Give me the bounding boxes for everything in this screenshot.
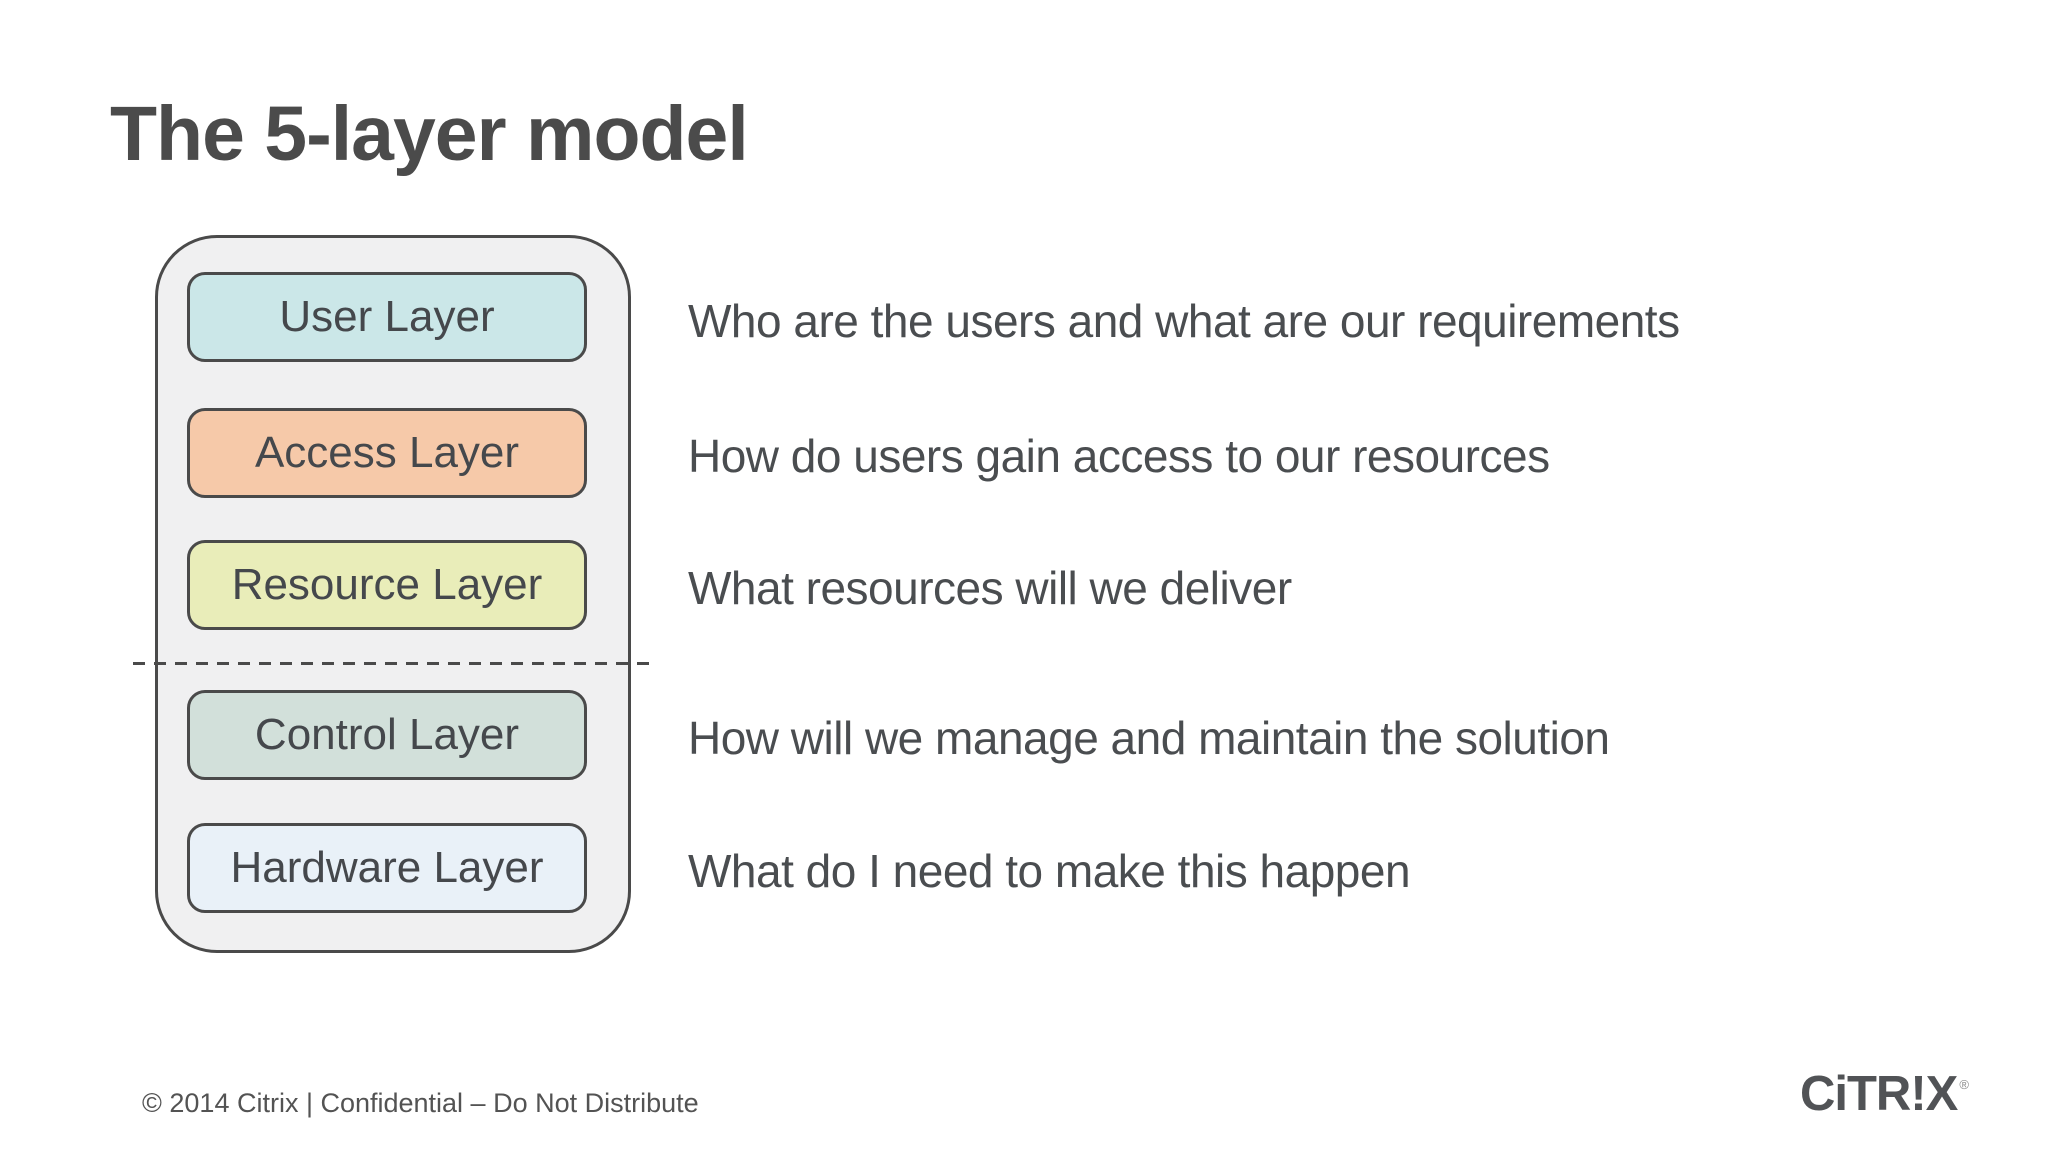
copyright-notice: © 2014 Citrix | Confidential – Do Not Di… bbox=[142, 1088, 699, 1118]
layer-box-hardware: Hardware Layer bbox=[187, 823, 587, 913]
layer-label-access: Access Layer bbox=[254, 428, 520, 477]
layer-description-access: How do users gain access to our resource… bbox=[688, 430, 1550, 482]
dashed-divider bbox=[133, 662, 653, 665]
layer-label-resource: Resource Layer bbox=[231, 560, 543, 609]
layer-description-resource: What resources will we deliver bbox=[688, 562, 1292, 614]
layer-description-control: How will we manage and maintain the solu… bbox=[688, 712, 1610, 764]
citrix-logo: CiTR!X ® bbox=[1800, 1062, 1969, 1134]
layer-box-control: Control Layer bbox=[187, 690, 587, 780]
layer-description-hardware: What do I need to make this happen bbox=[688, 845, 1411, 897]
layer-label-hardware: Hardware Layer bbox=[230, 843, 544, 892]
layer-label-user: User Layer bbox=[279, 292, 495, 341]
layer-stack: User Layer Access Layer Resource Layer C… bbox=[133, 235, 653, 953]
layer-description-user: Who are the users and what are our requi… bbox=[688, 295, 1680, 347]
layer-box-resource: Resource Layer bbox=[187, 540, 587, 630]
citrix-logo-text: CiTR!X bbox=[1800, 1067, 1958, 1121]
layer-label-control: Control Layer bbox=[254, 710, 520, 759]
page-title: The 5-layer model bbox=[110, 91, 749, 177]
registered-trademark-icon: ® bbox=[1959, 1077, 1969, 1092]
layer-box-user: User Layer bbox=[187, 272, 587, 362]
layer-box-access: Access Layer bbox=[187, 408, 587, 498]
